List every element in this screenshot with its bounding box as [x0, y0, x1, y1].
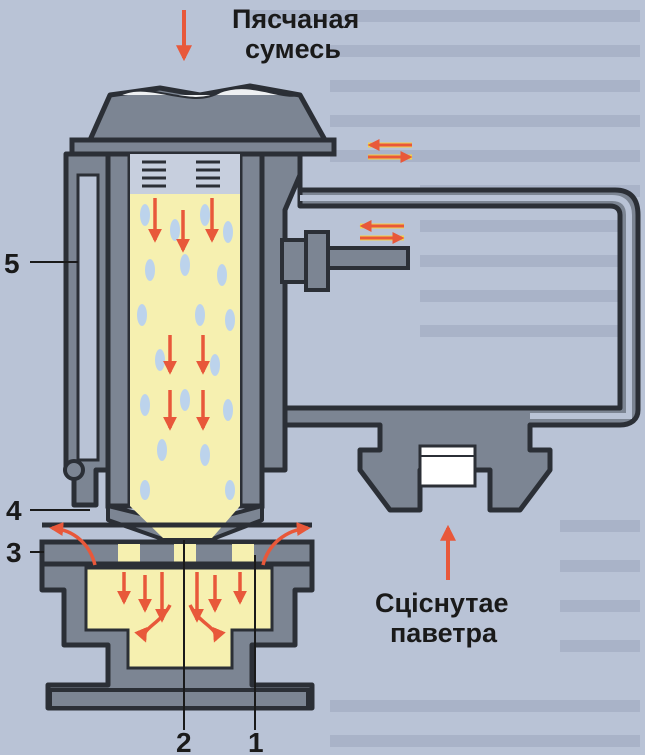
- valve-direction-arrows-top: [367, 139, 413, 163]
- compressed-air-label-line2: паветра: [390, 618, 498, 648]
- air-pipe: [282, 172, 641, 513]
- cylinder-wall-left: [105, 151, 133, 509]
- valve-flange: [304, 230, 330, 292]
- sand-mixture-label-line1: Пясчаная: [232, 4, 359, 34]
- air-pipe-channel: [300, 195, 632, 419]
- compressed-air-label-line1: Сціснутае: [375, 588, 509, 618]
- sand-chamber-droplets: [137, 204, 235, 500]
- left-air-channel: [76, 173, 100, 462]
- nozzle-hole-3: [232, 544, 254, 562]
- valve-block: [280, 238, 308, 284]
- valve-direction-arrows-bottom: [359, 220, 405, 244]
- base-plate: [48, 688, 310, 710]
- cylinder-wall-right: [237, 151, 265, 509]
- air-inlet-port: [418, 444, 477, 488]
- part-label-4: 4: [6, 495, 22, 526]
- leader-lines: [30, 261, 256, 730]
- knob: [63, 459, 85, 481]
- sand-mixture-label-line2: сумесь: [245, 34, 341, 64]
- sand-flow-arrows: [148, 198, 219, 431]
- valve-stem: [326, 246, 410, 270]
- mould-fill-arrows: [49, 522, 311, 643]
- mould-cavity: [84, 566, 274, 670]
- part-label-3: 3: [6, 537, 22, 568]
- part-label-2: 2: [176, 727, 192, 755]
- hopper-sand-top: [119, 87, 301, 99]
- sand-chamber-top-air: [130, 154, 240, 194]
- funnel-sand: [130, 506, 240, 538]
- sand-chamber: [130, 190, 240, 506]
- part-label-1: 1: [248, 727, 264, 755]
- part-label-5: 5: [4, 248, 20, 279]
- vent-slots: [142, 160, 220, 188]
- nozzle-hole-1: [118, 544, 140, 562]
